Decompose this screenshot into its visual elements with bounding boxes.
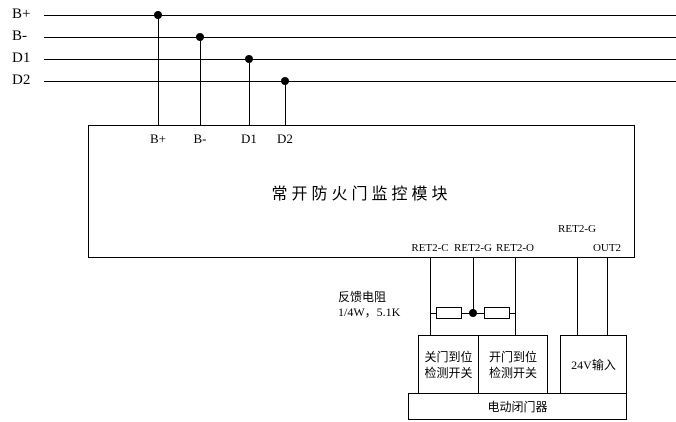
wire-ret2c [430,258,431,335]
module-terminal-ret2c: RET2-C [411,242,449,254]
module-terminal-bplus: B+ [149,131,166,146]
wire-ret2o [515,258,516,335]
bus-label-d2: D2 [12,72,31,88]
wire-d1-drop [249,59,250,125]
24v-input-box: 24V输入 [560,335,627,394]
module-terminal-ret2o: RET2-O [496,242,534,254]
wire-d2-drop [285,81,286,125]
wire-ret2g [473,258,474,313]
bus-label-d1: D1 [12,50,31,66]
door-closer-box: 电动闭门器 [408,393,627,420]
bus-label-bminus: B- [12,28,27,44]
module-title: 常开防火门监控模块 [271,186,452,203]
wire-bminus-drop [200,37,201,125]
module-box [88,125,635,258]
module-terminal-bminus: B- [193,131,207,146]
wire-bplus-drop [158,15,159,125]
module-terminal-d1: D1 [241,131,257,146]
close-position-switch-box: 关门到位 检测开关 [418,335,479,394]
resistor-2 [484,307,510,319]
wire-out2 [607,258,608,335]
bus-line-d2 [44,81,676,82]
bus-line-bplus [44,15,676,16]
module-terminal-out2: OUT2 [592,242,622,254]
module-terminal-d2: D2 [277,131,293,146]
open-position-switch-box: 开门到位 检测开关 [478,335,548,394]
bus-line-d1 [44,59,676,60]
junction-dot-feedback [469,309,477,317]
bus-label-bplus: B+ [12,6,31,22]
resistor-1 [436,307,462,319]
module-terminal-ret2g-24v: RET2-G [558,223,596,235]
feedback-resistor-label: 反馈电阻 1/4W，5.1K [338,290,401,319]
bus-line-bminus [44,37,676,38]
module-terminal-ret2g: RET2-G [454,242,492,254]
wire-ret2g-24v [577,258,578,335]
